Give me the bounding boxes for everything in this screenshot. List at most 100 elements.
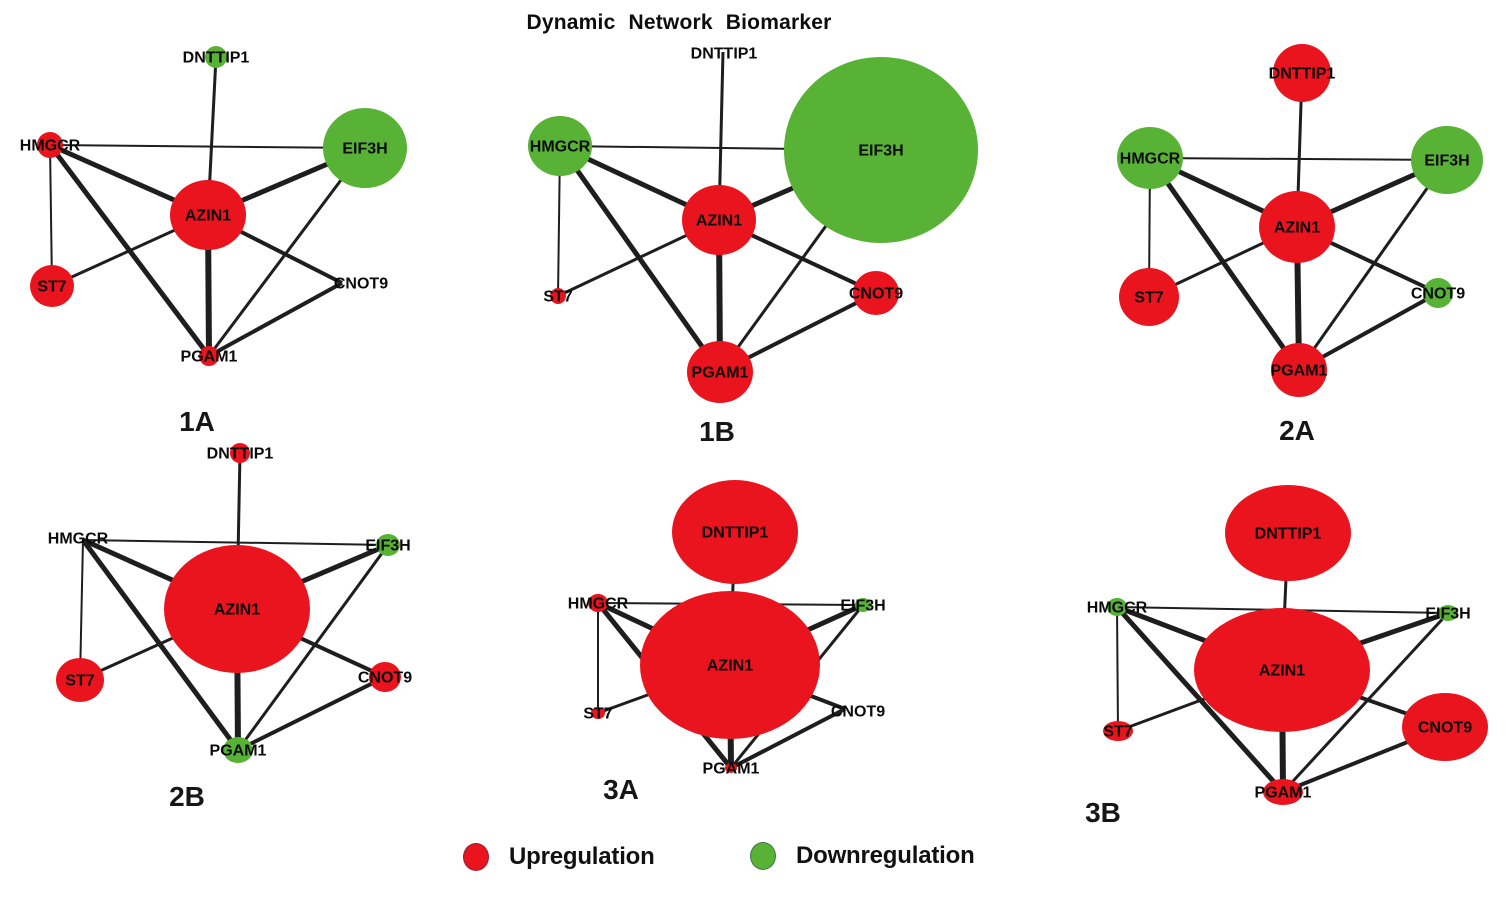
node-1B-HMGCR xyxy=(528,116,592,176)
gene-label-1A-EIF3H: EIF3H xyxy=(342,141,387,158)
node-3B-ST7 xyxy=(1103,721,1133,741)
edge-1B-HMGCR-PGAM1 xyxy=(557,144,723,374)
gene-label-2B-EIF3H: EIF3H xyxy=(365,538,410,555)
panel-label-1B: 1B xyxy=(699,416,735,447)
legend-item-upregulation: Upregulation xyxy=(463,843,655,871)
gene-label-3A-DNTTIP1: DNTTIP1 xyxy=(702,525,769,542)
node-1A-ST7 xyxy=(30,265,74,307)
gene-label-2A-PGAM1: PGAM1 xyxy=(1271,363,1328,380)
gene-label-1A-CNOT9: CNOT9 xyxy=(334,276,388,293)
gene-label-2A-ST7: ST7 xyxy=(1134,290,1163,307)
node-1B-EIF3H xyxy=(784,57,978,243)
downregulation-dot-icon xyxy=(750,842,776,870)
edge-2B-PGAM1-CNOT9 xyxy=(237,675,386,752)
legend-label-upregulation: Upregulation xyxy=(509,843,655,870)
gene-label-1B-ST7: ST7 xyxy=(543,289,572,306)
gene-label-2A-EIF3H: EIF3H xyxy=(1424,153,1469,170)
node-2A-EIF3H xyxy=(1411,126,1483,194)
node-3B-EIF3H xyxy=(1438,605,1458,621)
gene-label-1B-AZIN1: AZIN1 xyxy=(696,213,742,230)
upregulation-dot-icon xyxy=(463,843,489,871)
edge-2A-EIF3H-PGAM1 xyxy=(1297,159,1449,371)
gene-label-2B-DNTTIP1: DNTTIP1 xyxy=(207,446,274,463)
edge-3B-EIF3H-PGAM1 xyxy=(1281,611,1450,794)
edge-1A-HMGCR-EIF3H xyxy=(49,144,366,149)
gene-label-3B-CNOT9: CNOT9 xyxy=(1418,720,1472,737)
gene-label-3A-CNOT9: CNOT9 xyxy=(831,704,885,721)
gene-label-2B-AZIN1: AZIN1 xyxy=(214,602,260,619)
node-2B-EIF3H xyxy=(376,534,400,556)
node-3B-HMGCR xyxy=(1107,598,1127,616)
gene-label-3B-HMGCR: HMGCR xyxy=(1087,600,1148,617)
gene-label-3A-EIF3H: EIF3H xyxy=(840,598,885,615)
node-2B-CNOT9 xyxy=(369,662,401,692)
edge-2A-HMGCR-PGAM1 xyxy=(1147,156,1302,372)
node-2A-ST7 xyxy=(1119,268,1179,326)
panel-label-2B: 2B xyxy=(169,781,205,812)
legend-item-downregulation: Downregulation xyxy=(750,842,975,870)
panel-label-3A: 3A xyxy=(603,774,639,805)
node-3B-DNTTIP1 xyxy=(1225,485,1351,581)
gene-label-3A-HMGCR: HMGCR xyxy=(568,596,629,613)
gene-label-2A-DNTTIP1: DNTTIP1 xyxy=(1269,66,1336,83)
node-1A-PGAM1 xyxy=(199,346,219,366)
edge-1A-EIF3H-PGAM1 xyxy=(207,147,367,357)
node-3A-EIF3H xyxy=(855,598,871,612)
gene-label-3B-PGAM1: PGAM1 xyxy=(1255,785,1312,802)
edge-2B-HMGCR-EIF3H xyxy=(82,539,389,546)
node-3A-ST7 xyxy=(591,707,605,719)
gene-label-1A-HMGCR: HMGCR xyxy=(20,138,81,155)
gene-label-3B-DNTTIP1: DNTTIP1 xyxy=(1255,526,1322,543)
node-1A-AZIN1 xyxy=(170,180,246,250)
gene-label-2B-PGAM1: PGAM1 xyxy=(210,743,267,760)
node-3B-PGAM1 xyxy=(1263,779,1303,805)
panel-label-1A: 1A xyxy=(179,406,215,437)
node-3A-PGAM1 xyxy=(725,763,737,773)
node-2B-DNTTIP1 xyxy=(230,443,250,463)
gene-label-1A-PGAM1: PGAM1 xyxy=(181,349,238,366)
gene-label-1B-DNTTIP1: DNTTIP1 xyxy=(691,46,758,63)
node-3A-HMGCR xyxy=(588,594,608,612)
node-3A-AZIN1 xyxy=(640,591,820,739)
edge-3A-PGAM1-CNOT9 xyxy=(730,707,846,770)
edge-2A-HMGCR-EIF3H xyxy=(1149,157,1448,161)
node-2B-ST7 xyxy=(56,658,104,702)
gene-label-1A-AZIN1: AZIN1 xyxy=(185,208,231,225)
node-3B-CNOT9 xyxy=(1402,693,1488,761)
node-2B-AZIN1 xyxy=(164,545,310,673)
gene-label-2B-HMGCR: HMGCR xyxy=(48,531,109,548)
node-1A-HMGCR xyxy=(37,132,63,158)
node-2A-HMGCR xyxy=(1117,127,1183,189)
gene-label-1B-CNOT9: CNOT9 xyxy=(849,286,903,303)
panel-label-2A: 2A xyxy=(1279,415,1315,446)
legend-label-downregulation: Downregulation xyxy=(796,842,975,869)
node-2B-PGAM1 xyxy=(223,737,253,763)
gene-label-1B-EIF3H: EIF3H xyxy=(858,143,903,160)
legend: Upregulation Downregulation xyxy=(0,836,1512,886)
gene-label-3B-EIF3H: EIF3H xyxy=(1425,606,1470,623)
gene-label-1B-PGAM1: PGAM1 xyxy=(692,365,749,382)
node-3A-DNTTIP1 xyxy=(672,480,798,584)
edge-1A-PGAM1-CNOT9 xyxy=(208,281,343,358)
gene-label-1A-DNTTIP1: DNTTIP1 xyxy=(183,50,250,67)
gene-label-1B-HMGCR: HMGCR xyxy=(530,139,591,156)
gene-label-2A-AZIN1: AZIN1 xyxy=(1274,220,1320,237)
figure-title: Dynamic Network Biomarker xyxy=(526,11,832,34)
node-1A-DNTTIP1 xyxy=(205,46,227,68)
gene-label-2A-CNOT9: CNOT9 xyxy=(1411,286,1465,303)
node-1B-PGAM1 xyxy=(687,341,753,403)
node-1B-ST7 xyxy=(550,288,566,304)
gene-label-3A-AZIN1: AZIN1 xyxy=(707,658,753,675)
gene-label-3A-ST7: ST7 xyxy=(583,706,612,723)
node-2A-PGAM1 xyxy=(1271,343,1327,397)
node-3B-AZIN1 xyxy=(1194,608,1370,732)
gene-label-2B-ST7: ST7 xyxy=(65,673,94,690)
